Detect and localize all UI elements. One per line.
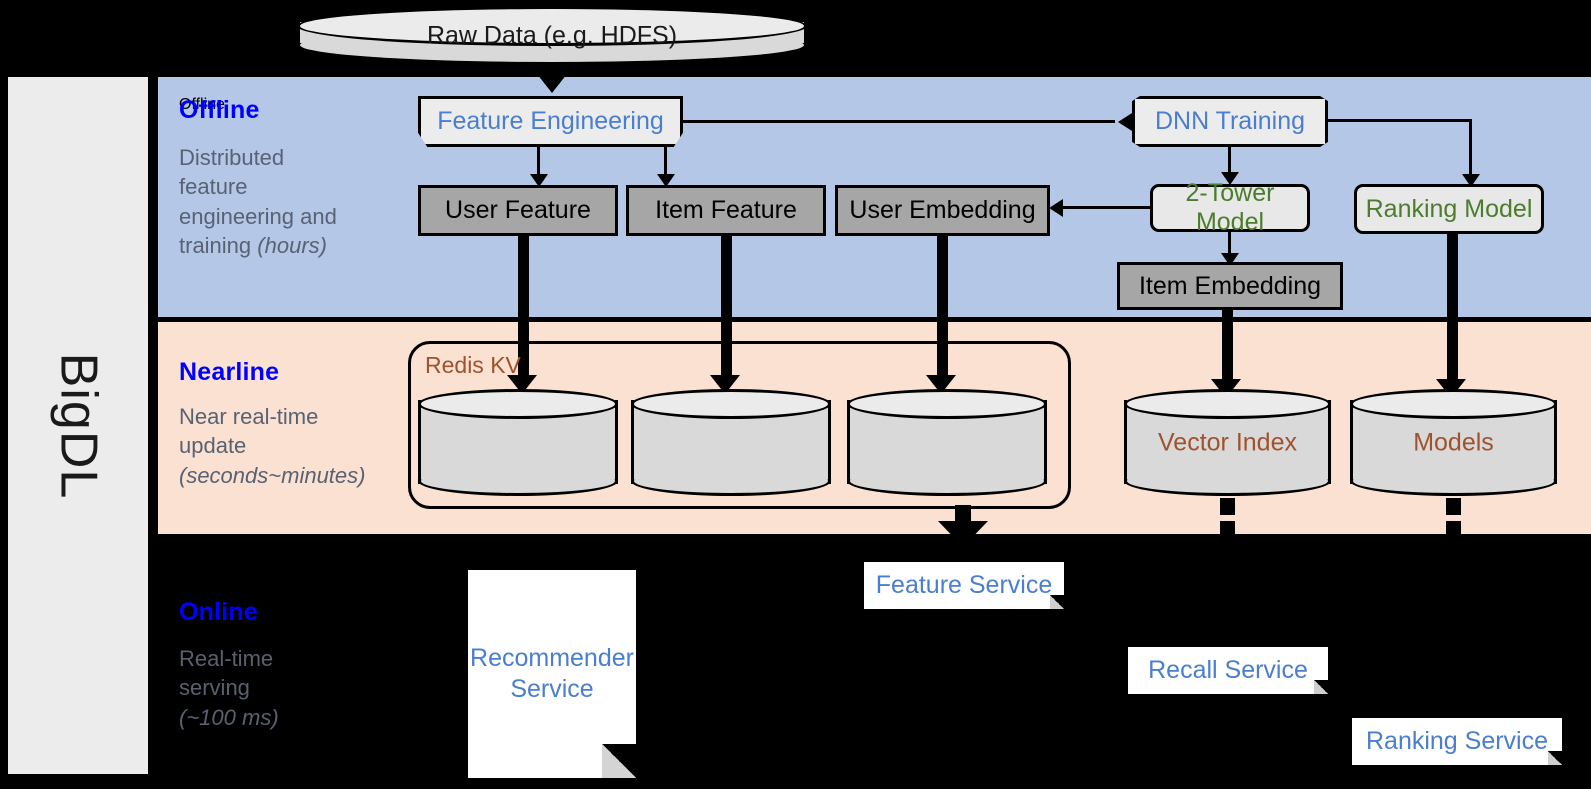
raw-data-label: Raw Data (e.g. HDFS) <box>426 21 678 49</box>
dnn-to-ranking-horizontal <box>1328 119 1472 122</box>
two-tower-to-user-embedding-line <box>1063 206 1153 209</box>
fe-to-user-feature-line <box>537 147 540 179</box>
feature-service-label: Feature Service <box>875 570 1053 599</box>
two-tower-model-node[interactable]: 2-Tower Model <box>1150 179 1310 236</box>
user-feature-node[interactable]: User Feature <box>418 185 618 236</box>
dnn-training-node[interactable]: DNN Training <box>1132 96 1328 147</box>
offline-description: Distributed feature engineering and trai… <box>179 143 394 260</box>
user-embedding-pipeline <box>937 236 948 382</box>
two-tower-to-item-embedding-line <box>1228 232 1231 260</box>
two-tower-model-label: 2-Tower Model <box>1185 179 1275 236</box>
feature-service-card[interactable]: Feature Service <box>864 562 1064 609</box>
online-desc-l2: serving <box>179 675 250 701</box>
user-embedding-node[interactable]: User Embedding <box>835 185 1050 236</box>
fe-to-dnn-arrowhead <box>1118 113 1132 131</box>
dnn-to-ranking-arrowhead <box>1462 174 1480 187</box>
vector-index-dash-1 <box>1220 498 1235 515</box>
ranking-service-fold-corner <box>1548 751 1562 765</box>
item-feature-pipeline <box>721 236 732 382</box>
online-desc-l1: Real-time <box>179 646 274 671</box>
recall-service-label: Recall Service <box>1148 655 1308 684</box>
redis-kv-container <box>408 341 1071 509</box>
dnn-to-two-tower-line <box>1228 147 1231 177</box>
bigdl-platform-panel: BigDL <box>8 77 148 774</box>
vector-index-dash-2 <box>1220 521 1235 536</box>
online-title-wrap: Online <box>179 598 258 627</box>
ranking-model-node[interactable]: Ranking Model <box>1354 184 1544 234</box>
online-desc-l3: (~100 ms) <box>179 704 279 730</box>
bigdl-label: BigDL <box>49 352 108 499</box>
user-embedding-label: User Embedding <box>849 196 1036 224</box>
nearline-title: Nearline <box>179 358 280 386</box>
fe-to-user-feature-arrowhead <box>530 174 548 187</box>
recall-service-card[interactable]: Recall Service <box>1128 647 1328 694</box>
ranking-service-card[interactable]: Ranking Service <box>1352 718 1562 765</box>
models-label: Models <box>1413 428 1494 456</box>
fe-to-item-feature-arrowhead <box>657 174 675 187</box>
raw-data-store: Raw Data (e.g. HDFS) <box>297 6 807 65</box>
models-top <box>1350 389 1557 419</box>
redis-store-2-top <box>631 389 831 419</box>
raw-data-top <box>297 6 807 46</box>
online-description: Real-time serving (~100 ms) <box>179 644 399 732</box>
recommender-service-label: Recommender Service <box>470 643 634 703</box>
nearline-desc-l2: update <box>179 433 247 459</box>
fe-to-item-feature-line <box>664 147 667 179</box>
user-feature-label: User Feature <box>445 196 591 224</box>
fe-to-dnn-line <box>683 120 1115 123</box>
redis-to-feature-service-arrowhead <box>938 521 988 547</box>
offline-title: Offline <box>179 96 260 124</box>
item-embedding-node[interactable]: Item Embedding <box>1117 262 1343 310</box>
vector-index-top <box>1124 389 1331 419</box>
recall-service-fold-corner <box>1314 680 1328 694</box>
offline-desc-l3: engineering and <box>179 203 337 229</box>
dnn-to-two-tower-arrowhead <box>1221 172 1239 185</box>
ranking-service-label: Ranking Service <box>1365 726 1549 755</box>
online-title: Online <box>179 598 258 626</box>
raw-to-fe-line <box>547 64 557 80</box>
item-embedding-label: Item Embedding <box>1138 271 1322 300</box>
feature-service-fold-corner <box>1050 595 1064 609</box>
nearline-desc-l3: (seconds~minutes) <box>179 462 366 488</box>
recommender-service-fold-corner <box>602 744 636 778</box>
redis-store-1-top <box>418 389 618 419</box>
two-tower-to-user-embedding-arrowhead <box>1049 199 1063 217</box>
vector-index-label: Vector Index <box>1158 428 1297 456</box>
dnn-to-ranking-vertical <box>1469 119 1472 179</box>
offline-desc-l2: feature <box>179 174 248 200</box>
feature-engineering-label: Feature Engineering <box>437 107 664 135</box>
offline-band-title: Offline <box>179 96 225 113</box>
nearline-description: Near real-time update (seconds~minutes) <box>179 402 414 490</box>
offline-desc-l4: training (hours) <box>179 232 327 258</box>
nearline-desc-l1: Near real-time <box>179 404 319 429</box>
vector-index-store[interactable]: Vector Index <box>1124 389 1331 496</box>
feature-engineering-node[interactable]: Feature Engineering <box>418 96 683 147</box>
redis-kv-label: Redis KV <box>425 352 521 378</box>
user-feature-pipeline <box>518 236 529 382</box>
redis-store-1[interactable] <box>418 389 618 496</box>
redis-store-2[interactable] <box>631 389 831 496</box>
redis-store-3-top <box>847 389 1047 419</box>
redis-store-3[interactable] <box>847 389 1047 496</box>
item-feature-node[interactable]: Item Feature <box>626 185 826 236</box>
redis-to-feature-service-dash <box>955 505 971 523</box>
models-store[interactable]: Models <box>1350 389 1557 496</box>
ranking-model-pipeline <box>1447 234 1458 386</box>
item-feature-label: Item Feature <box>655 196 797 224</box>
recommender-service-card[interactable]: Recommender Service <box>468 570 636 778</box>
raw-to-fe-arrowhead <box>537 74 567 93</box>
models-dash-1 <box>1446 498 1461 515</box>
item-embedding-pipeline <box>1222 310 1233 386</box>
ranking-model-label: Ranking Model <box>1365 194 1533 223</box>
dnn-training-label: DNN Training <box>1154 107 1306 135</box>
offline-desc-l1: Distributed <box>179 145 285 170</box>
models-dash-2 <box>1446 521 1461 536</box>
